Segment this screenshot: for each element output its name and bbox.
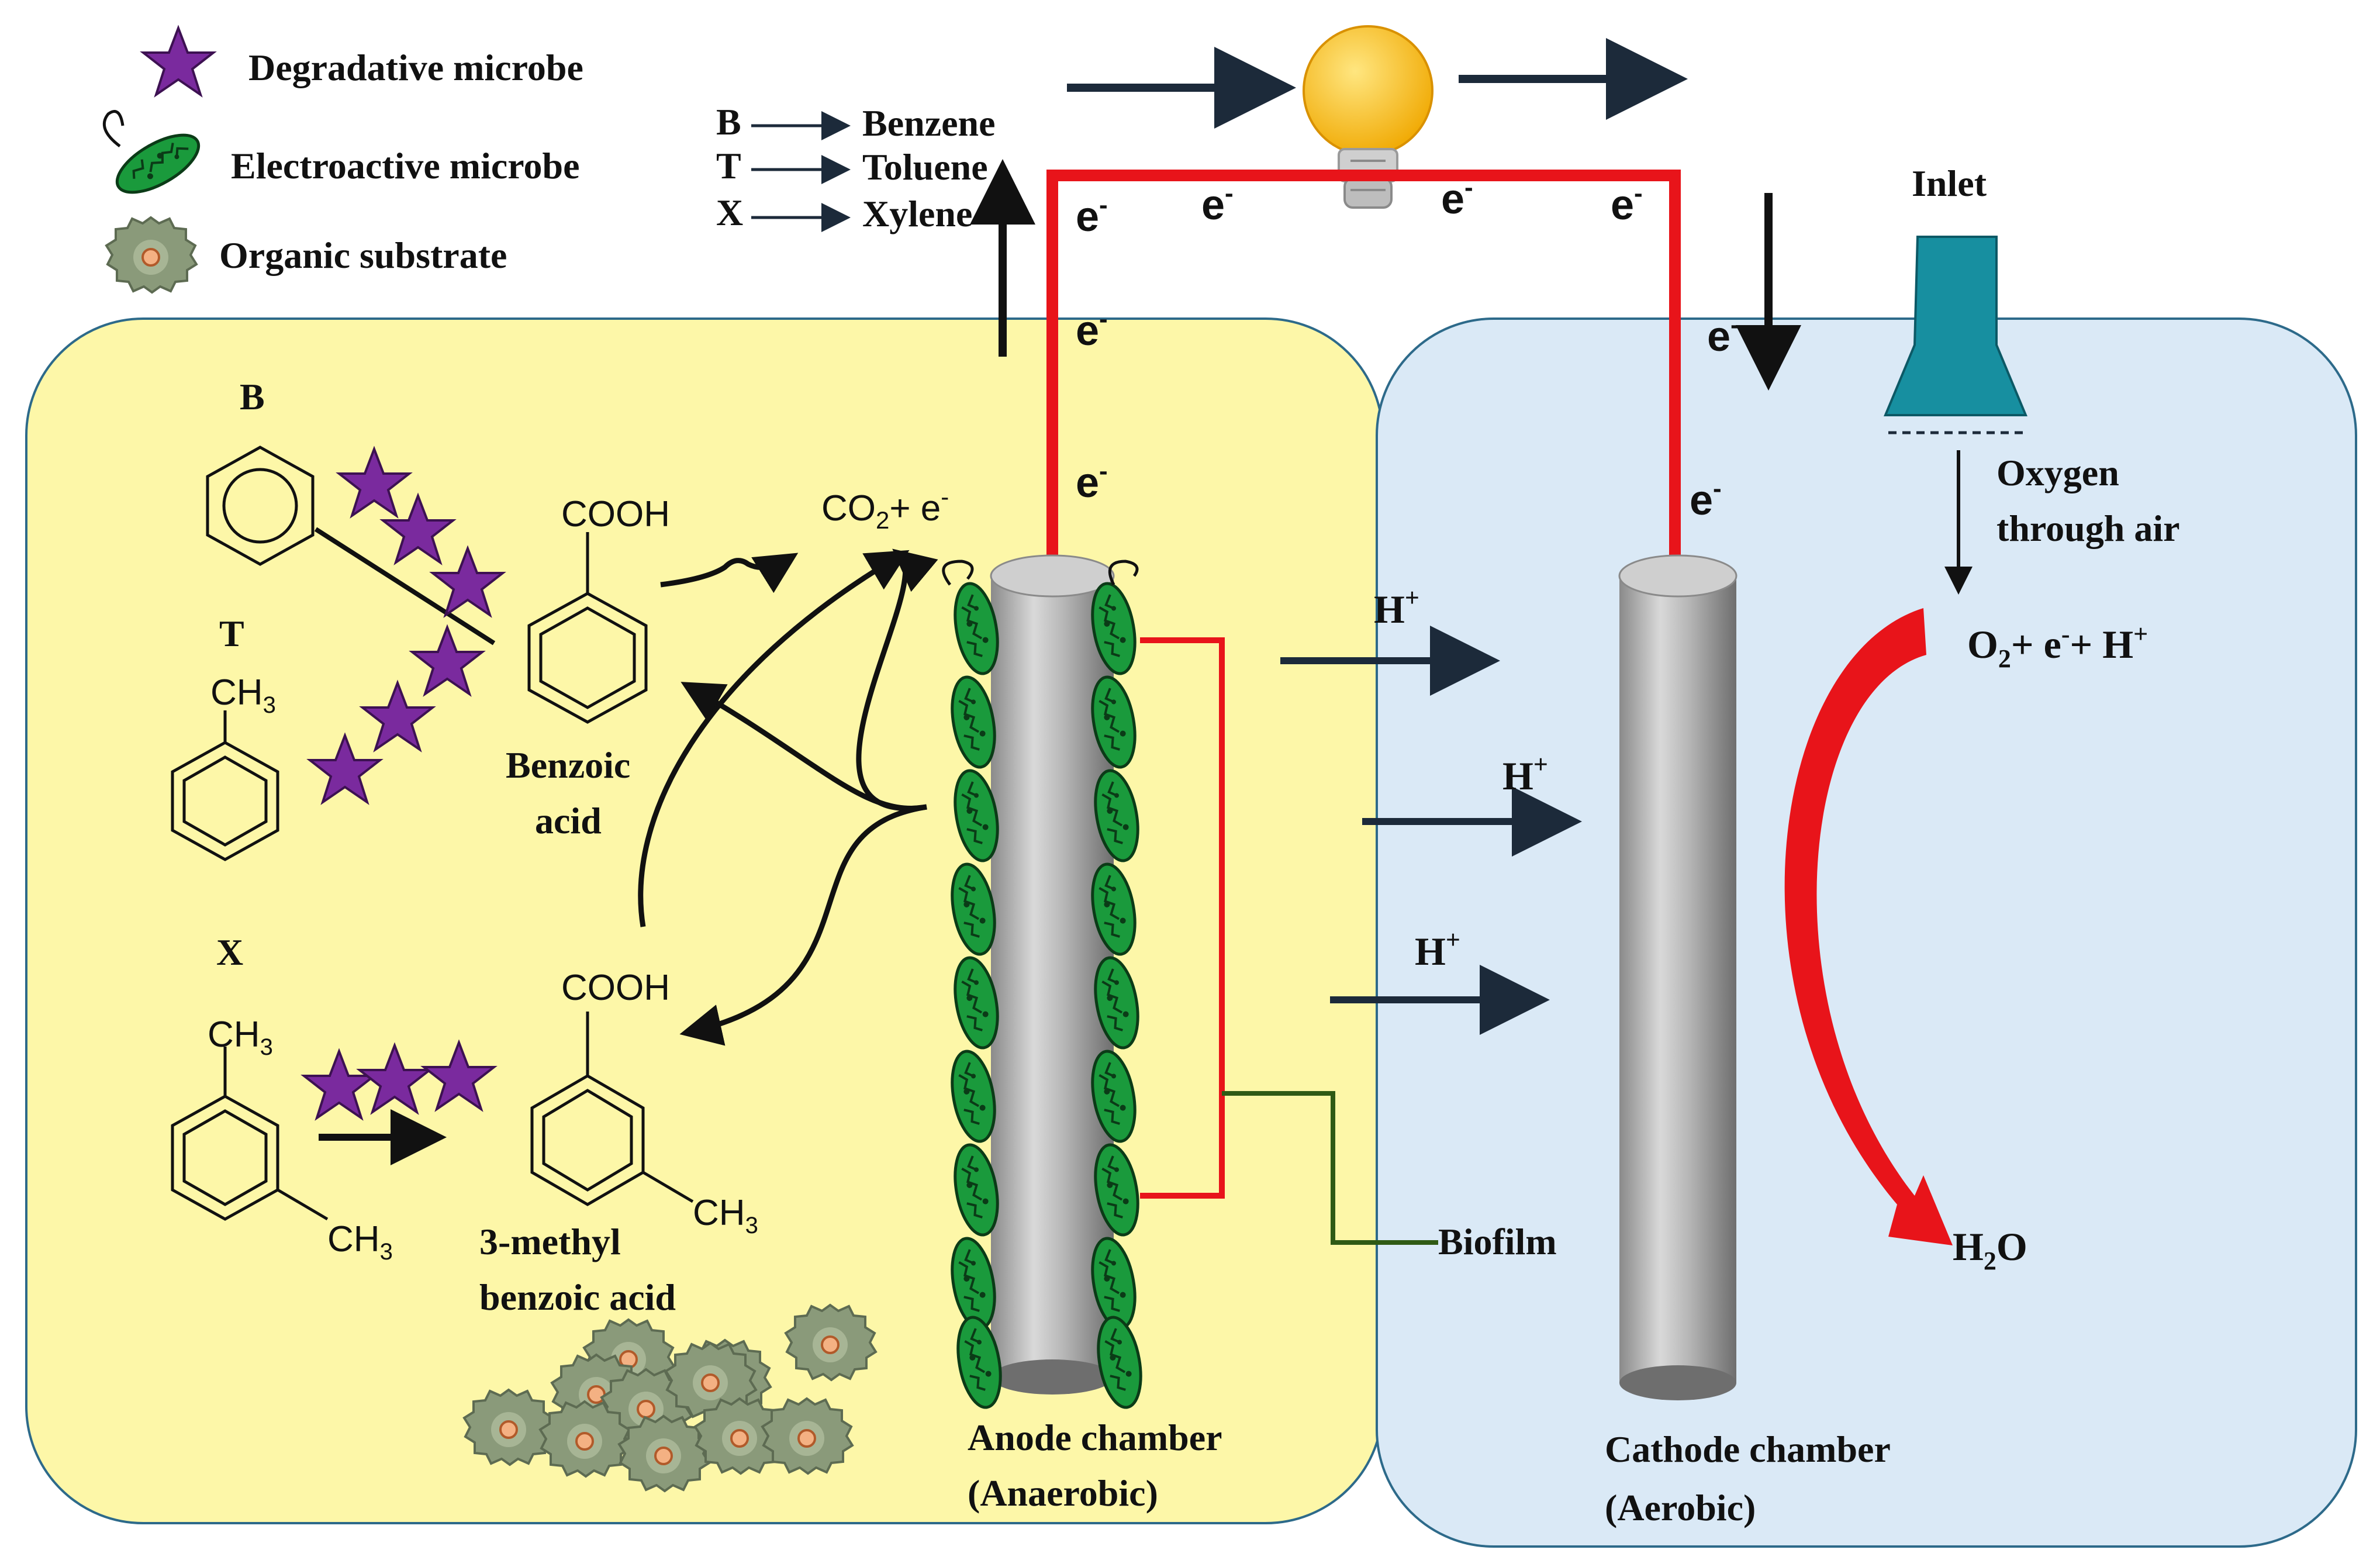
key-b: B	[716, 101, 741, 143]
toluene-ch3: CH3	[210, 672, 276, 718]
xylene-ch3-top: CH3	[208, 1014, 273, 1060]
methylbenzoic-line1: 3-methyl	[479, 1221, 621, 1262]
cathode-reaction: O2+ e-+ H+	[1967, 620, 2148, 673]
key-toluene: Toluene	[862, 146, 988, 188]
key-t: T	[716, 145, 741, 187]
benzoic-acid-molecule	[527, 532, 648, 724]
key-xylene: Xylene	[862, 193, 972, 234]
legend: Degradative microbe Electroactive microb…	[102, 27, 583, 294]
xylene-molecule	[171, 1047, 329, 1221]
proton-label-3: H+	[1415, 926, 1460, 974]
xylene-ch3-bottom: CH3	[327, 1219, 393, 1265]
proton-label-1: H+	[1374, 584, 1419, 631]
toluene-molecule	[171, 710, 279, 861]
anode-chamber-line2: (Anaerobic)	[968, 1472, 1158, 1514]
co2-product: CO2+ e-	[821, 483, 949, 534]
electron-label-8: e-	[1690, 474, 1722, 524]
oxygen-label-line2: through air	[1996, 508, 2180, 549]
benzene-molecule	[206, 446, 315, 566]
benzene-arrow	[314, 527, 496, 646]
cathode-chamber-line2: (Aerobic)	[1605, 1487, 1756, 1528]
cathode-chamber-box	[1376, 317, 2357, 1548]
oxygen-label-line1: Oxygen	[1996, 452, 2119, 493]
benzoic-acid-line1: Benzoic	[506, 744, 630, 786]
oxygen-reduction-arrow	[1784, 608, 1953, 1245]
electron-label-1: e-	[1076, 191, 1108, 240]
electron-label-2: e-	[1201, 179, 1234, 229]
inlet-nozzle-icon	[1884, 236, 2027, 416]
legend-electroactive-microbe: Electroactive microbe	[231, 145, 580, 187]
water-label: H2O	[1953, 1224, 2027, 1275]
proton-label-2: H+	[1502, 750, 1548, 798]
methylbenzoic-cooh: COOH	[561, 968, 670, 1008]
electron-label-5: e-	[1076, 305, 1108, 354]
electron-label-6: e-	[1076, 457, 1108, 506]
inlet-label: Inlet	[1912, 163, 1987, 204]
methylbenzoic-acid-molecule	[530, 1012, 694, 1206]
air-inlet: Inlet Oxygen through air	[1884, 163, 2180, 595]
electron-labels: e- e- e- e- e- e- e- e-	[1076, 173, 1739, 524]
organic-substrate-icon	[105, 216, 198, 294]
toluene-letter: T	[219, 613, 244, 654]
electron-label-3: e-	[1441, 173, 1473, 223]
legend-organic-substrate: Organic substrate	[219, 234, 507, 276]
external-circuit-wire	[1046, 170, 1681, 564]
btx-key: B Benzene T Toluene X Xylene	[716, 101, 996, 234]
electroactive-microbe-icon	[108, 124, 207, 204]
biofilm-bracket	[1140, 637, 1225, 1199]
benzoic-acid-line2: acid	[535, 800, 602, 841]
methylbenzoic-line2: benzoic acid	[479, 1276, 676, 1318]
cathode-chamber-line1: Cathode chamber	[1605, 1428, 1891, 1470]
legend-degradative-microbe: Degradative microbe	[248, 47, 583, 88]
methylbenzoic-ch3: CH3	[693, 1193, 758, 1238]
biofilm-pointer	[1222, 1091, 1438, 1245]
electron-label-4: e-	[1611, 179, 1643, 229]
key-benzene: Benzene	[862, 102, 996, 144]
anode-chamber-line1: Anode chamber	[968, 1417, 1222, 1458]
metabolic-arrows	[638, 548, 938, 1046]
degradative-microbe-icon	[142, 27, 215, 96]
benzoic-to-co2-arrow	[660, 553, 799, 593]
benzoic-cooh: COOH	[561, 494, 670, 534]
benzene-letter: B	[240, 376, 265, 417]
key-x: X	[716, 192, 743, 233]
cathode-electrode	[1618, 554, 1737, 1400]
proton-flow: H+ H+ H+	[1280, 584, 1582, 1035]
biofilm-label: Biofilm	[1438, 1221, 1557, 1262]
xylene-letter: X	[216, 931, 243, 973]
